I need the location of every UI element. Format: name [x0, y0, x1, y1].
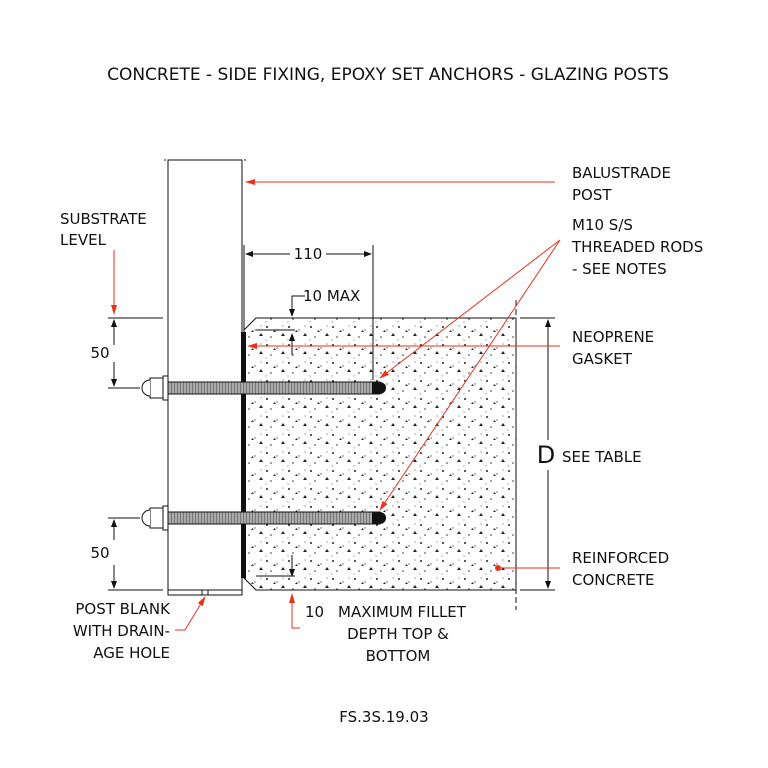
post-blank-label-1: POST BLANK — [75, 600, 171, 618]
post-blank-label-2: WITH DRAIN- — [73, 622, 170, 640]
fillet-note-1: MAXIMUM FILLET — [338, 603, 467, 621]
gasket-label-1: NEOPRENE — [572, 328, 654, 346]
balustrade-post — [167, 159, 243, 591]
substrate-label-1: SUBSTRATE — [60, 210, 147, 228]
concrete-slab — [243, 317, 517, 591]
substrate-label-2: LEVEL — [60, 231, 107, 249]
balustrade-post-label-2: POST — [572, 186, 612, 204]
rods-label-1: M10 S/S — [572, 216, 633, 234]
dim-110: 110 — [294, 245, 323, 263]
fillet-note-2: DEPTH TOP & — [347, 625, 449, 643]
dim-10-max: 10 MAX — [303, 287, 360, 305]
fillet-note-3: BOTTOM — [366, 647, 431, 665]
threaded-rod-bottom — [141, 505, 386, 531]
rods-label-2: THREADED RODS — [571, 238, 703, 256]
fillet-dim-label: 10 — [305, 603, 324, 621]
concrete-label-2: CONCRETE — [572, 571, 655, 589]
dim-50-bottom: 50 — [90, 544, 109, 562]
balustrade-post-label-1: BALUSTRADE — [572, 164, 671, 182]
drawing-number: FS.3S.19.03 — [339, 708, 428, 726]
drain-hole — [201, 589, 209, 596]
dim-50-top: 50 — [90, 344, 109, 362]
concrete-label-1: REINFORCED — [572, 549, 669, 567]
post-blank-label-3: AGE HOLE — [93, 644, 170, 662]
neoprene-gasket — [241, 332, 246, 578]
dim-d: D — [537, 441, 555, 469]
drawing-title: CONCRETE - SIDE FIXING, EPOXY SET ANCHOR… — [107, 65, 669, 85]
gasket-label-2: GASKET — [572, 350, 633, 368]
threaded-rod-top — [141, 375, 386, 401]
rods-label-3: - SEE NOTES — [572, 260, 667, 278]
see-table-label: SEE TABLE — [562, 448, 642, 466]
